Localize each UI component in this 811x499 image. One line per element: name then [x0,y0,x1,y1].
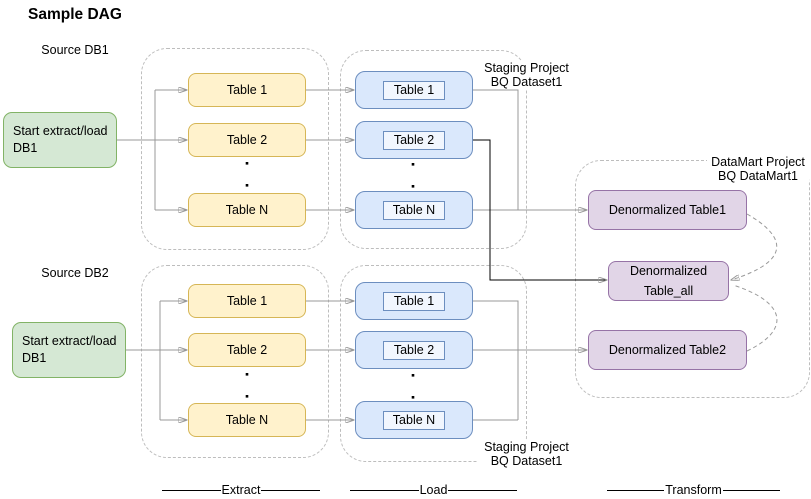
extract2-table1: Table 1 [188,284,306,318]
extract2-table2: Table 2 [188,333,306,367]
datamart-group [575,160,810,398]
denormalized-table2: Denormalized Table2 [588,330,747,370]
load2-table2: Table 2 [355,331,473,369]
ruler-line [607,490,665,491]
datamart-label: DataMart Project BQ DataMart1 [707,155,809,183]
load-group-db2 [340,265,527,462]
load2-tableN: Table N [355,401,473,439]
load1-table1: Table 1 [355,71,473,109]
ruler-line [448,490,517,491]
extract1-table2: Table 2 [188,123,306,157]
wire-load2-merge [473,300,519,420]
load2-tableN-inner: Table N [383,410,445,430]
load2-table2-inner: Table 2 [383,340,445,360]
denormalized-table-all: Denormalized Table_all [608,261,729,301]
load2-table1-inner: Table 1 [383,291,445,311]
start-node-db2: Start extract/load DB1 [12,322,126,378]
start-node-db1: Start extract/load DB1 [3,112,117,168]
ruler-line [722,490,780,491]
load2-table1: Table 1 [355,282,473,320]
load1-table2: Table 2 [355,121,473,159]
page-title: Sample DAG [28,6,122,23]
stage-ruler-extract: Extract [162,483,320,498]
stage-label-extract: Extract [221,483,261,497]
load1-tableN-inner: Table N [383,200,445,220]
extract1-tableN: Table N [188,193,306,227]
load1-tableN: Table N [355,191,473,229]
wire-to-denorm-table-all [473,139,607,280]
denormalized-table1: Denormalized Table1 [588,190,747,230]
source-db1-label: Source DB1 [40,43,110,57]
stage-ruler-load: Load [350,483,517,498]
load1-table1-inner: Table 1 [383,80,445,100]
wire-dashed-table2-to-all [732,284,778,352]
extract-group-db2 [141,265,329,458]
extract2-tableN: Table N [188,403,306,437]
load1-table2-inner: Table 2 [383,130,445,150]
ellipsis-dots [245,162,415,399]
stage-label-load: Load [419,483,448,497]
source-db2-label: Source DB2 [40,266,110,280]
ruler-line [261,490,320,491]
staging-label-db2: Staging Project BQ Dataset1 [478,440,575,468]
load-group-db1 [340,50,527,249]
wire-dashed-table1-to-all [731,213,777,280]
staging-label-db1: Staging Project BQ Dataset1 [478,61,575,89]
extract-group-db1 [141,48,329,250]
extract1-table1: Table 1 [188,73,306,107]
ruler-line [162,490,221,491]
stage-label-transform: Transform [665,483,722,497]
wire-load1-merge [473,89,519,210]
ruler-line [350,490,419,491]
stage-ruler-transform: Transform [607,483,780,498]
